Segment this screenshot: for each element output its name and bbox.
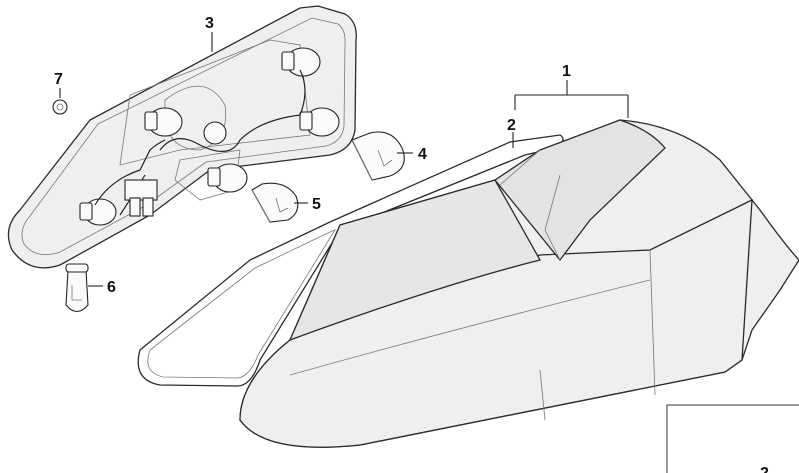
bulb-part-5 (251, 182, 299, 223)
bulb-part-6 (65, 263, 89, 313)
callout-8: 2 (760, 465, 769, 473)
callout-6: 6 (107, 279, 116, 296)
callout-3: 3 (205, 15, 214, 32)
callout-1: 1 (562, 63, 571, 80)
gasket (137, 134, 564, 387)
callout-7: 7 (54, 71, 63, 88)
carrier-bulb-top (281, 47, 321, 77)
carrier-bulb-lower (207, 163, 248, 193)
leader-lines (59, 32, 629, 287)
carrier-bulb-bottom-left (79, 198, 117, 226)
carrier-bulb-right (299, 107, 340, 137)
callout-2: 2 (507, 117, 516, 134)
clip-part-7 (52, 99, 68, 115)
inset-frame (666, 404, 799, 473)
wiring-connector (124, 179, 158, 217)
callout-5: 5 (312, 196, 321, 213)
wiring-harness (94, 69, 306, 216)
carrier-bulb-left (144, 107, 183, 137)
callout-4: 4 (418, 146, 427, 163)
carrier-bulb-center (203, 121, 227, 145)
bulb-part-4 (351, 131, 405, 181)
tail-lamp-lens (239, 119, 799, 448)
bulb-carrier (7, 5, 357, 269)
